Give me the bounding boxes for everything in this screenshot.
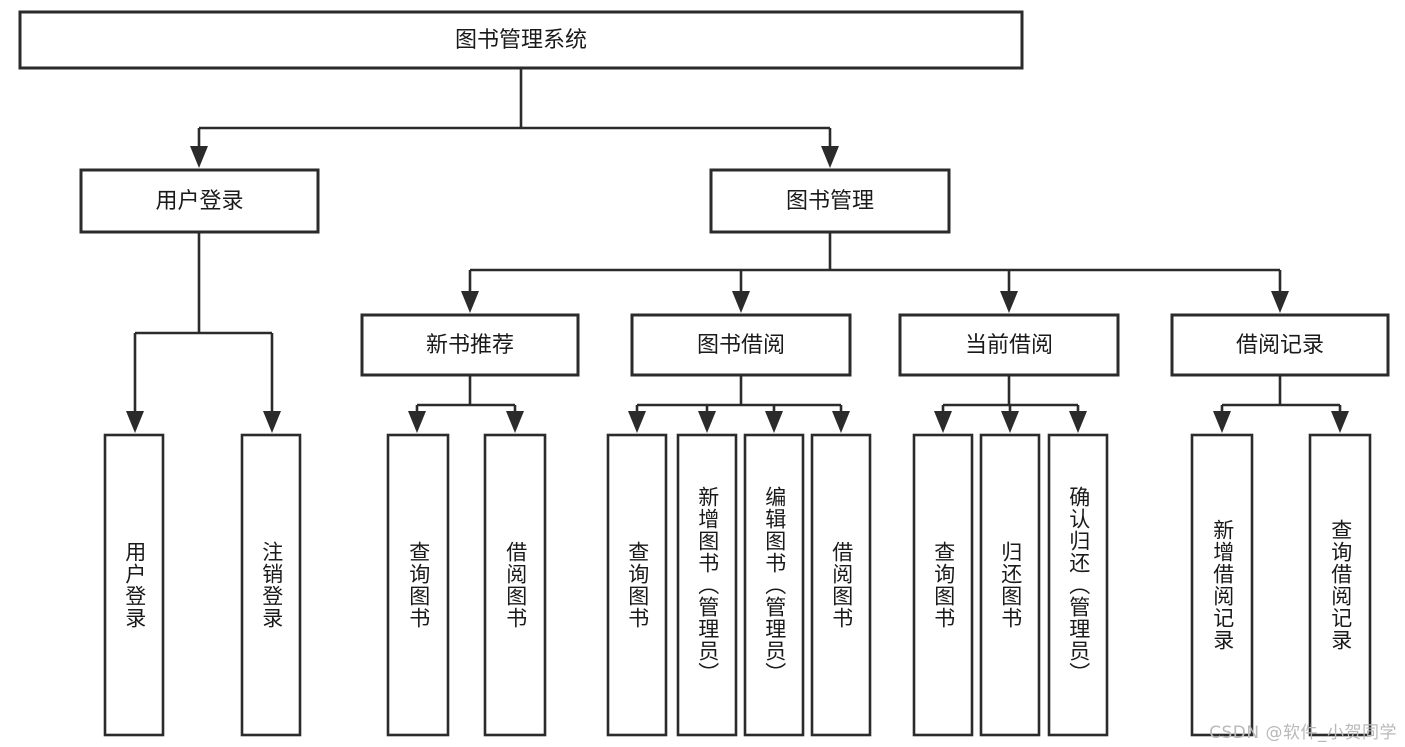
- level2-node-rect-1[interactable]: [630, 313, 852, 377]
- arrow-leaf-4: [506, 411, 524, 433]
- leaf-node-11[interactable]: [1190, 433, 1254, 737]
- leaf-node-2[interactable]: [386, 433, 450, 737]
- root-node-0[interactable]: 图书管理系统: [18, 10, 1024, 70]
- leaf-node-label-2-查询图书: 查询图书: [406, 541, 431, 629]
- leaf-node-rect-9[interactable]: [979, 433, 1041, 737]
- leaf-node-rect-0[interactable]: [103, 433, 165, 737]
- leaf-node-6[interactable]: [743, 433, 805, 737]
- arrow-leaf-8: [832, 411, 850, 433]
- leaf-node-10[interactable]: [1047, 433, 1109, 737]
- arrow-book-mgmt: [821, 146, 839, 168]
- level2-node-0[interactable]: 新书推荐: [360, 313, 580, 377]
- leaf-node-rect-10[interactable]: [1047, 433, 1109, 737]
- arrow-leaf-10: [1001, 411, 1019, 433]
- leaf-node-label-5-新增图书管理员: 新增图书（管理员）: [695, 486, 720, 684]
- leaf-node-rect-7[interactable]: [810, 433, 872, 737]
- leaf-node-4[interactable]: [606, 433, 668, 737]
- leaf-node-label-7-借阅图书: 借阅图书: [829, 541, 854, 629]
- arrow-leaf-3: [408, 411, 426, 433]
- leaf-node-9[interactable]: [979, 433, 1041, 737]
- arrow-leaf-7: [765, 411, 783, 433]
- leaf-node-label-11-新增借阅记录: 新增借阅记录: [1210, 519, 1235, 651]
- leaf-node-label-9-归还图书: 归还图书: [998, 541, 1023, 629]
- level2-node-2[interactable]: 当前借阅: [898, 313, 1120, 377]
- level1-node-label-1: 图书管理: [786, 189, 874, 214]
- level2-node-label-0: 新书推荐: [426, 333, 514, 358]
- leaf-node-rect-6[interactable]: [743, 433, 805, 737]
- arrow-heads-layer: [126, 146, 1349, 433]
- arrow-current: [1000, 291, 1018, 313]
- level1-node-rect-1[interactable]: [709, 168, 951, 234]
- leaf-node-label-6-编辑图书管理员: 编辑图书（管理员）: [762, 486, 787, 684]
- leaf-node-12[interactable]: [1308, 433, 1372, 737]
- leaf-node-3[interactable]: [483, 433, 547, 737]
- level2-node-label-2: 当前借阅: [965, 333, 1053, 358]
- leaf-node-rect-12[interactable]: [1308, 433, 1372, 737]
- arrow-leaf-11: [1069, 411, 1087, 433]
- leaf-node-8[interactable]: [912, 433, 974, 737]
- arrow-record: [1271, 291, 1289, 313]
- leaf-node-label-4-查询图书: 查询图书: [625, 541, 650, 629]
- arrow-leaf-12: [1213, 411, 1231, 433]
- leaf-node-1[interactable]: [240, 433, 302, 737]
- level2-node-rect-3[interactable]: [1170, 313, 1390, 377]
- leaf-node-rect-8[interactable]: [912, 433, 974, 737]
- arrow-leaf-6: [698, 411, 716, 433]
- leaf-node-label-8-查询图书: 查询图书: [931, 541, 956, 629]
- leaf-node-label-10-确认归还管理员: 确认归还（管理员）: [1066, 486, 1091, 684]
- arrow-leaf-9: [934, 411, 952, 433]
- leaf-node-label-3-借阅图书: 借阅图书: [503, 541, 528, 629]
- leaf-node-5[interactable]: [676, 433, 738, 737]
- leaf-node-rect-5[interactable]: [676, 433, 738, 737]
- level2-node-label-1: 图书借阅: [697, 333, 785, 358]
- leaf-node-rect-2[interactable]: [386, 433, 450, 737]
- leaf-node-label-1-注销登录: 注销登录: [259, 541, 284, 629]
- level2-node-1[interactable]: 图书借阅: [630, 313, 852, 377]
- leaf-node-rect-3[interactable]: [483, 433, 547, 737]
- root-node-rect-0[interactable]: [18, 10, 1024, 70]
- leaf-node-7[interactable]: [810, 433, 872, 737]
- level1-node-label-0: 用户登录: [155, 189, 243, 214]
- level2-node-rect-2[interactable]: [898, 313, 1120, 377]
- arrow-leaf-13: [1331, 411, 1349, 433]
- arrow-leaf-1: [126, 411, 144, 433]
- level2-node-3[interactable]: 借阅记录: [1170, 313, 1390, 377]
- arrow-leaf-2: [263, 411, 281, 433]
- level1-node-0[interactable]: 用户登录: [79, 168, 320, 234]
- level2-node-rect-0[interactable]: [360, 313, 580, 377]
- csdn-watermark: CSDN @软件_小贺同学: [1209, 723, 1397, 743]
- level2-node-label-3: 借阅记录: [1236, 333, 1324, 358]
- level1-node-1[interactable]: 图书管理: [709, 168, 951, 234]
- arrow-user-login: [190, 146, 208, 168]
- leaf-node-label-12-查询借阅记录: 查询借阅记录: [1328, 519, 1353, 651]
- leaf-node-label-0-用户登录: 用户登录: [122, 541, 147, 629]
- leaf-node-0[interactable]: [103, 433, 165, 737]
- leaf-node-rect-11[interactable]: [1190, 433, 1254, 737]
- arrow-new-book: [461, 291, 479, 313]
- arrow-leaf-5: [628, 411, 646, 433]
- level1-node-rect-0[interactable]: [79, 168, 320, 234]
- leaf-node-rect-4[interactable]: [606, 433, 668, 737]
- root-node-label-0: 图书管理系统: [455, 28, 587, 53]
- leaf-node-rect-1[interactable]: [240, 433, 302, 737]
- arrow-borrow: [732, 291, 750, 313]
